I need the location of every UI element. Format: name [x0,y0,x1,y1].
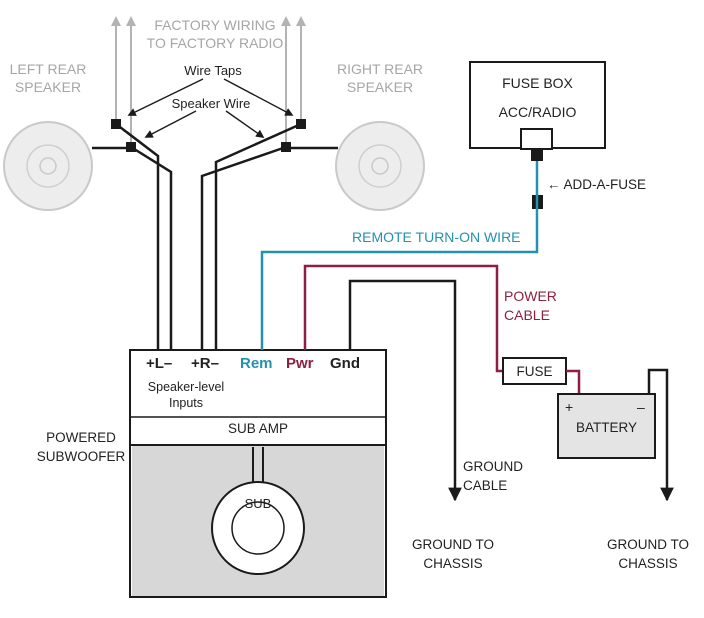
label-factory-wiring: FACTORY WIRING TO FACTORY RADIO [146,17,284,51]
battery-ground-wire [647,368,674,502]
amp-terminal-right: +R– [191,355,219,372]
label-ground-to-chassis-left: GROUND TO CHASSIS [411,537,494,571]
remote-turn-on-wire [260,161,539,350]
label-left-rear-speaker: LEFT REAR SPEAKER [9,61,87,95]
amp-terminal-power: Pwr [286,355,314,372]
right-rear-speaker-icon [335,121,425,211]
battery-minus-terminal: – [637,399,645,415]
label-remote-turn-on-wire: REMOTE TURN-ON WIRE [352,229,521,245]
power-cable-wire [303,264,503,373]
label-fuse: FUSE [516,364,553,379]
sub-amp-box [129,349,387,598]
power-cable-wire-to-battery [566,369,581,394]
factory-wiring-arrows [111,16,306,145]
amp-terminal-remote: Rem [240,355,273,372]
left-rear-speaker-icon [3,121,93,211]
amp-terminal-ground: Gnd [330,355,360,372]
battery-box [557,393,656,459]
inline-fuse-box [502,357,567,385]
label-battery: BATTERY [575,420,637,435]
fuse-box [469,61,606,161]
label-power-cable: POWER CABLE [504,288,557,323]
label-right-rear-speaker: RIGHT REAR SPEAKER [336,61,424,95]
label-powered-subwoofer: POWERED SUBWOOFER [36,430,126,464]
label-ground-to-chassis-right: GROUND TO CHASSIS [606,537,689,571]
fuse-tap-square [531,149,543,161]
amp-terminal-left: +L– [146,355,173,372]
fuse-socket [520,128,553,150]
label-speaker-level-inputs: Speaker-level Inputs [147,380,225,410]
label-add-a-fuse: ← ADD-A-FUSE [547,177,647,192]
ground-cable-wire [348,279,462,502]
battery-plus-terminal: + [565,399,574,415]
label-pointer-arrows [127,78,294,138]
label-fuse-box: FUSE BOX [502,75,573,91]
label-ground-cable: GROUND CABLE [463,459,523,493]
label-acc-radio: ACC/RADIO [498,104,577,120]
wire-tap-squares [111,119,306,152]
label-sub: SUB [244,496,272,511]
speaker-wires [92,122,338,350]
label-wire-taps: Wire Taps [184,63,242,78]
label-speaker-wire: Speaker Wire [171,96,251,111]
label-sub-amp: SUB AMP [227,421,289,436]
